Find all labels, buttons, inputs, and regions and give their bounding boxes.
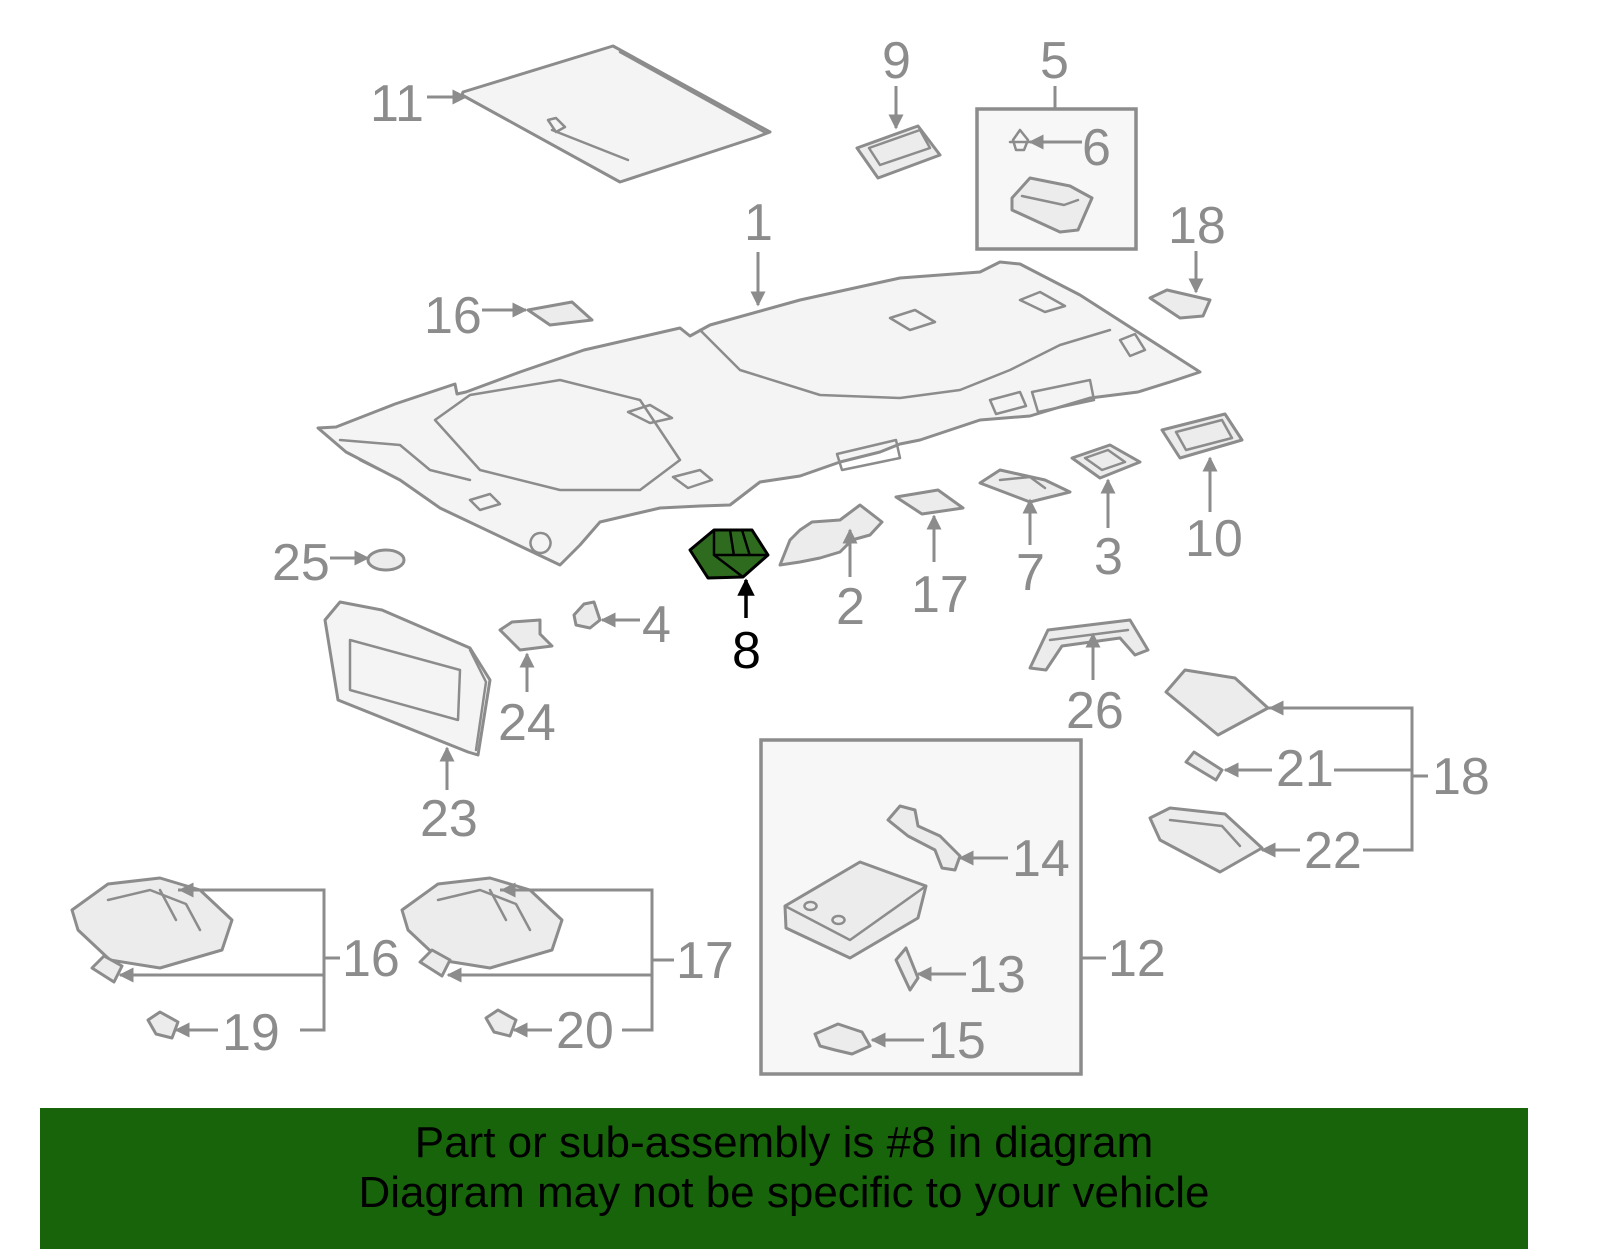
part-25-cap <box>366 548 406 572</box>
callout-8: 8 <box>732 622 761 680</box>
part-16-group <box>70 876 234 1040</box>
part-26-grip <box>1028 618 1150 672</box>
part-12-lamp <box>783 860 928 960</box>
callout-13: 13 <box>968 946 1026 1004</box>
part-16-lamp <box>70 876 234 970</box>
callout-21: 21 <box>1276 740 1334 798</box>
part-22-housing <box>1148 806 1264 874</box>
callout-16-top: 16 <box>424 287 482 345</box>
callout-10: 10 <box>1185 510 1243 568</box>
part-16-pad <box>526 300 594 327</box>
callout-19: 19 <box>222 1004 280 1062</box>
part-6-clip <box>1008 128 1034 152</box>
callout-18-top: 18 <box>1168 197 1226 255</box>
callout-26: 26 <box>1066 682 1124 740</box>
part-7-cover <box>978 468 1072 504</box>
part-19-socket <box>146 1010 180 1040</box>
callout-2: 2 <box>836 578 865 636</box>
callout-6: 6 <box>1082 119 1111 177</box>
part-21-bulb <box>1184 750 1224 782</box>
part-17-bulb <box>418 948 452 978</box>
part-9-handle <box>855 124 942 180</box>
part-2-bracket <box>778 503 884 567</box>
callout-4: 4 <box>642 596 671 654</box>
part-17-pad <box>894 488 965 516</box>
banner-line-2: Diagram may not be specific to your vehi… <box>358 1168 1210 1217</box>
part-20-socket <box>484 1008 518 1038</box>
callout-3: 3 <box>1094 528 1123 586</box>
notice-banner: Part or sub-assembly is #8 in diagram Di… <box>40 1108 1528 1249</box>
callout-12: 12 <box>1108 930 1166 988</box>
part-3-bracket <box>1070 443 1142 480</box>
part-18-lens <box>1164 668 1270 737</box>
part-23-sunvisor <box>323 600 492 757</box>
part-24-bracket <box>498 618 554 652</box>
part-5-group <box>975 107 1138 251</box>
callout-17-low: 17 <box>676 932 734 990</box>
callout-18-right: 18 <box>1432 748 1490 806</box>
callout-5: 5 <box>1040 32 1069 90</box>
callout-7: 7 <box>1016 544 1045 602</box>
callout-23: 23 <box>420 790 478 848</box>
part-8-highlighted <box>688 528 770 580</box>
callout-17-mid: 17 <box>911 566 969 624</box>
callout-25: 25 <box>272 534 330 592</box>
part-12-group <box>759 738 1083 1076</box>
callout-1: 1 <box>744 194 773 252</box>
callout-24: 24 <box>498 694 556 752</box>
callout-16-low: 16 <box>342 930 400 988</box>
part-15-socket <box>813 1022 872 1056</box>
callout-14: 14 <box>1012 830 1070 888</box>
part-16-bulb <box>90 954 124 984</box>
callout-9: 9 <box>882 32 911 90</box>
part-18-pad <box>1148 288 1212 320</box>
callout-15: 15 <box>928 1012 986 1070</box>
callout-11: 11 <box>370 75 424 133</box>
part-18-group <box>1148 668 1270 874</box>
part-5-lamp <box>1010 176 1094 234</box>
part-4-clip <box>572 600 602 630</box>
callout-20: 20 <box>556 1002 614 1060</box>
part-17-group <box>400 876 564 1038</box>
banner-line-1: Part or sub-assembly is #8 in diagram <box>414 1118 1154 1167</box>
part-17-lamp <box>400 876 564 970</box>
part-10-lamp <box>1160 412 1244 460</box>
callout-22: 22 <box>1304 822 1362 880</box>
part-1-headliner <box>316 260 1202 567</box>
part-11-sunshade <box>460 44 772 184</box>
